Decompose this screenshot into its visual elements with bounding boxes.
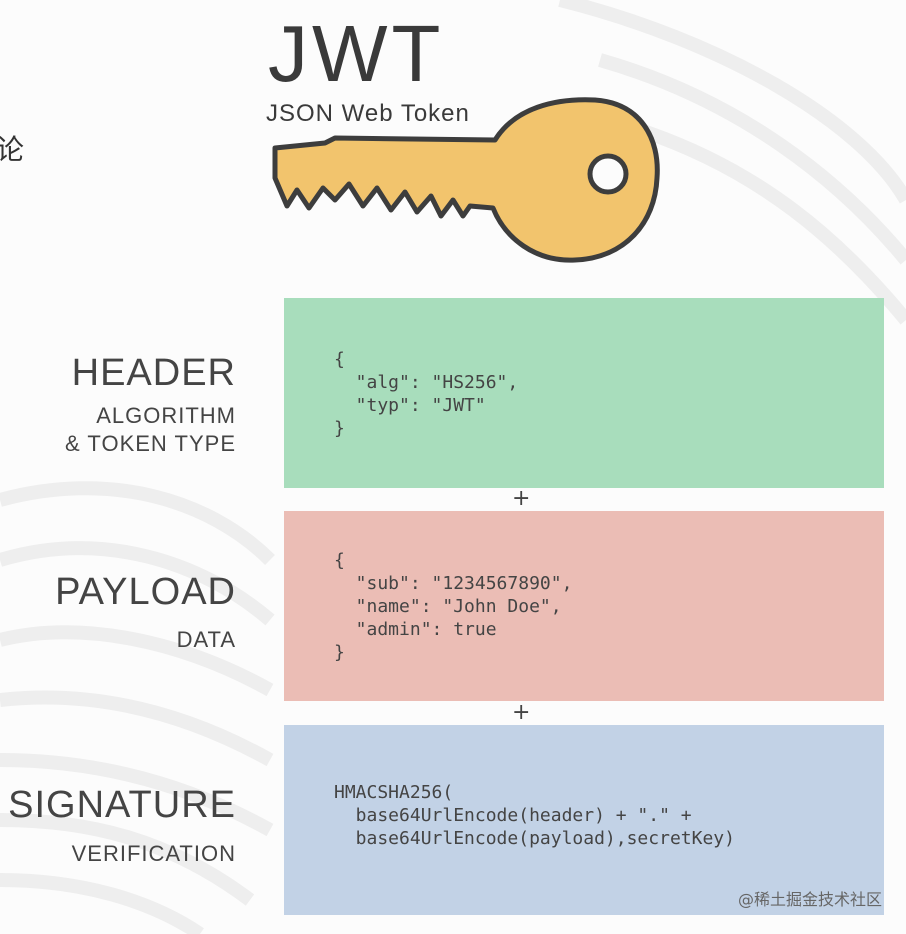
header-panel: { "alg": "HS256", "typ": "JWT" } xyxy=(284,298,884,488)
payload-code: { "sub": "1234567890", "name": "John Doe… xyxy=(334,550,573,663)
header-label: HEADER xyxy=(71,352,236,394)
key-icon xyxy=(272,97,660,263)
payload-sublabel: DATA xyxy=(176,627,236,652)
plus-separator: + xyxy=(512,700,531,725)
header-sublabel-2: & TOKEN TYPE xyxy=(65,431,236,456)
logo-subtitle: JSON Web Token xyxy=(266,100,470,127)
plus-separator: + xyxy=(512,486,531,511)
header-sublabel-1: ALGORITHM xyxy=(96,403,236,428)
signature-code: HMACSHA256( base64UrlEncode(header) + ".… xyxy=(334,782,735,849)
payload-panel: { "sub": "1234567890", "name": "John Doe… xyxy=(284,511,884,701)
header-code: { "alg": "HS256", "typ": "JWT" } xyxy=(334,349,519,439)
edge-glyph: 论 xyxy=(0,133,25,166)
watermark: @稀土掘金技术社区 xyxy=(737,890,882,909)
signature-sublabel: VERIFICATION xyxy=(71,841,236,866)
signature-panel: HMACSHA256( base64UrlEncode(header) + ".… xyxy=(284,725,884,915)
logo-title: JWT xyxy=(268,9,445,98)
payload-label: PAYLOAD xyxy=(55,571,236,613)
signature-label: SIGNATURE xyxy=(8,784,236,826)
